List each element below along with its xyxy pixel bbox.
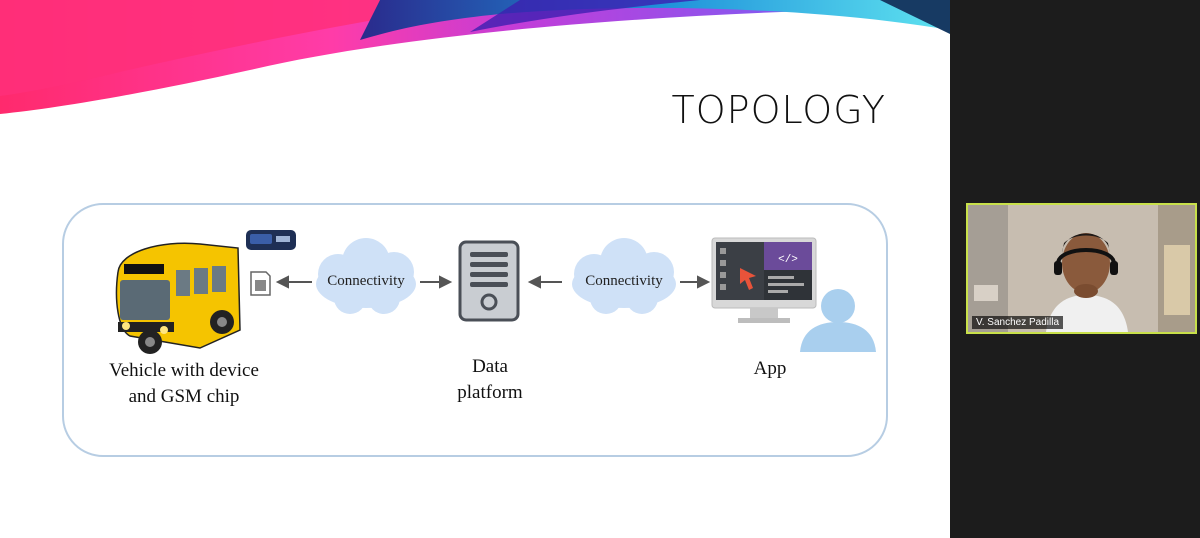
participant-name-tag: V. Sanchez Padilla	[972, 316, 1064, 329]
gps-device-icon	[246, 230, 296, 250]
app-label: App	[753, 358, 787, 379]
app-monitor-icon: </>	[711, 237, 817, 323]
cloud-icon-left	[316, 238, 416, 314]
svg-text:</>: </>	[778, 254, 798, 266]
connectivity-label-left: Connectivity	[327, 273, 405, 289]
arrow-left-2	[527, 275, 562, 289]
cloud-icon-right	[572, 238, 676, 314]
platform-label-line2: platform	[457, 382, 523, 403]
connectivity-label-right: Connectivity	[585, 273, 663, 289]
speaker-video-feed	[968, 205, 1195, 332]
slide-banner	[0, 0, 950, 114]
platform-label-line1: Data	[472, 356, 508, 377]
arrow-right-2	[680, 275, 711, 289]
vehicle-label-line2: and GSM chip	[128, 386, 240, 407]
diagram-frame	[62, 203, 888, 457]
arrow-left-1	[275, 275, 312, 289]
vehicle-label-line1: Vehicle with device	[109, 360, 259, 381]
school-bus-icon	[115, 242, 241, 354]
server-icon	[458, 240, 520, 322]
vehicle-label: Vehicle with device and GSM chip	[74, 358, 294, 410]
speaker-video-tile[interactable]: V. Sanchez Padilla	[966, 203, 1197, 334]
sim-chip-icon	[250, 271, 271, 296]
presentation-slide: TOPOLOGY	[0, 0, 950, 538]
user-icon	[800, 289, 876, 352]
arrow-right-1	[420, 275, 453, 289]
platform-label: Data platform	[430, 354, 550, 406]
topology-diagram: </>	[62, 203, 888, 457]
slide-title: TOPOLOGY	[671, 88, 886, 132]
